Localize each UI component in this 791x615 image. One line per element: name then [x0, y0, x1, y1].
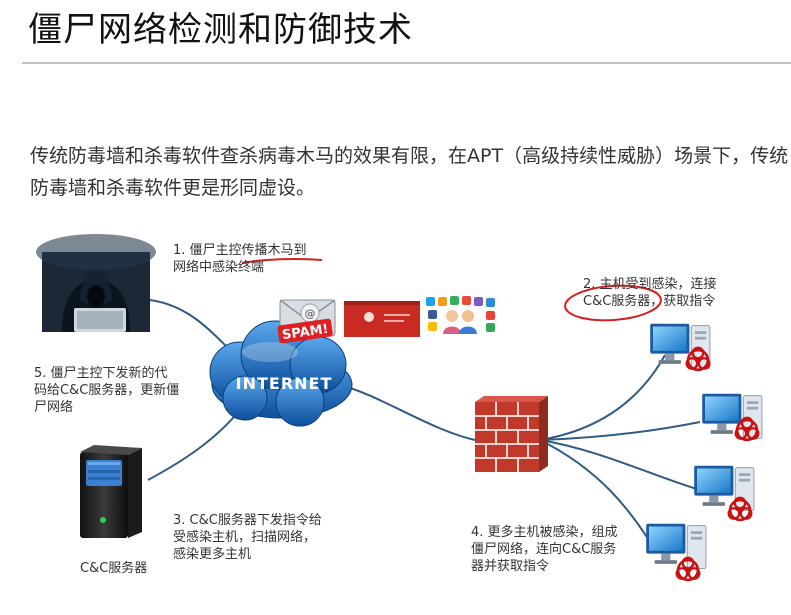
infected-host-1 — [649, 323, 711, 372]
step-3-line: 3. C&C服务器下发指令给 受感染主机，扫描网络， 感染更多主机 — [173, 513, 322, 562]
network-links — [147, 299, 701, 546]
link-server-internet — [147, 409, 241, 481]
step-4-caption: 4. 更多主机被感染，组成 僵尸网络，连向C&C服务 器并获取指令 — [471, 524, 618, 575]
cc-server-label: C&C服务器 — [80, 561, 148, 576]
step-1-line: 1. 僵尸主控传播木马到 网络中感染终端 — [173, 243, 307, 275]
cc-server-icon — [80, 445, 142, 538]
attacker-image — [36, 234, 156, 332]
infected-host-3 — [693, 465, 755, 522]
slide-title: 僵尸网络检测和防御技术 — [28, 10, 413, 50]
link-internet-firewall — [339, 384, 476, 441]
link-firewall-pc3 — [539, 439, 701, 491]
step-2-line: 2. 主机受到感染，连接 C&C服务器，获取指令 — [583, 277, 717, 309]
step-3-caption: 3. C&C服务器下发指令给 受感染主机，扫描网络， 感染更多主机 — [173, 512, 322, 563]
intro-paragraph: 传统防毒墙和杀毒软件查杀病毒木马的效果有限，在APT（高级持续性威胁）场景下，传… — [30, 145, 789, 199]
infected-host-4 — [645, 523, 707, 582]
firewall-icon — [475, 396, 548, 472]
internet-label: INTERNET — [236, 374, 333, 393]
step-2-caption: 2. 主机受到感染，连接 C&C服务器，获取指令 — [583, 276, 717, 310]
social-apps-icon — [426, 296, 495, 334]
malware-warning-window — [344, 301, 420, 337]
annotation-circle — [564, 284, 662, 322]
spam-envelope-icon: @ SPAM! — [277, 299, 336, 344]
step-1-caption: 1. 僵尸主控传播木马到 网络中感染终端 — [173, 242, 307, 276]
step-4-line: 4. 更多主机被感染，组成 僵尸网络，连向C&C服务 器并获取指令 — [471, 525, 618, 574]
svg-text:@: @ — [305, 307, 316, 320]
link-firewall-pc4 — [539, 439, 653, 546]
annotation-underline — [241, 258, 323, 264]
link-attacker-internet — [149, 299, 231, 351]
infected-host-2 — [701, 393, 763, 442]
step-5-caption: 5. 僵尸主控下发新的代 码给C&C服务器，更新僵 尸网络 — [34, 365, 179, 416]
step-5-line: 5. 僵尸主控下发新的代 码给C&C服务器，更新僵 尸网络 — [34, 366, 180, 415]
link-firewall-pc1 — [539, 354, 666, 441]
link-firewall-pc2 — [539, 421, 701, 441]
spam-label: SPAM! — [281, 322, 329, 343]
title-divider — [22, 62, 791, 64]
